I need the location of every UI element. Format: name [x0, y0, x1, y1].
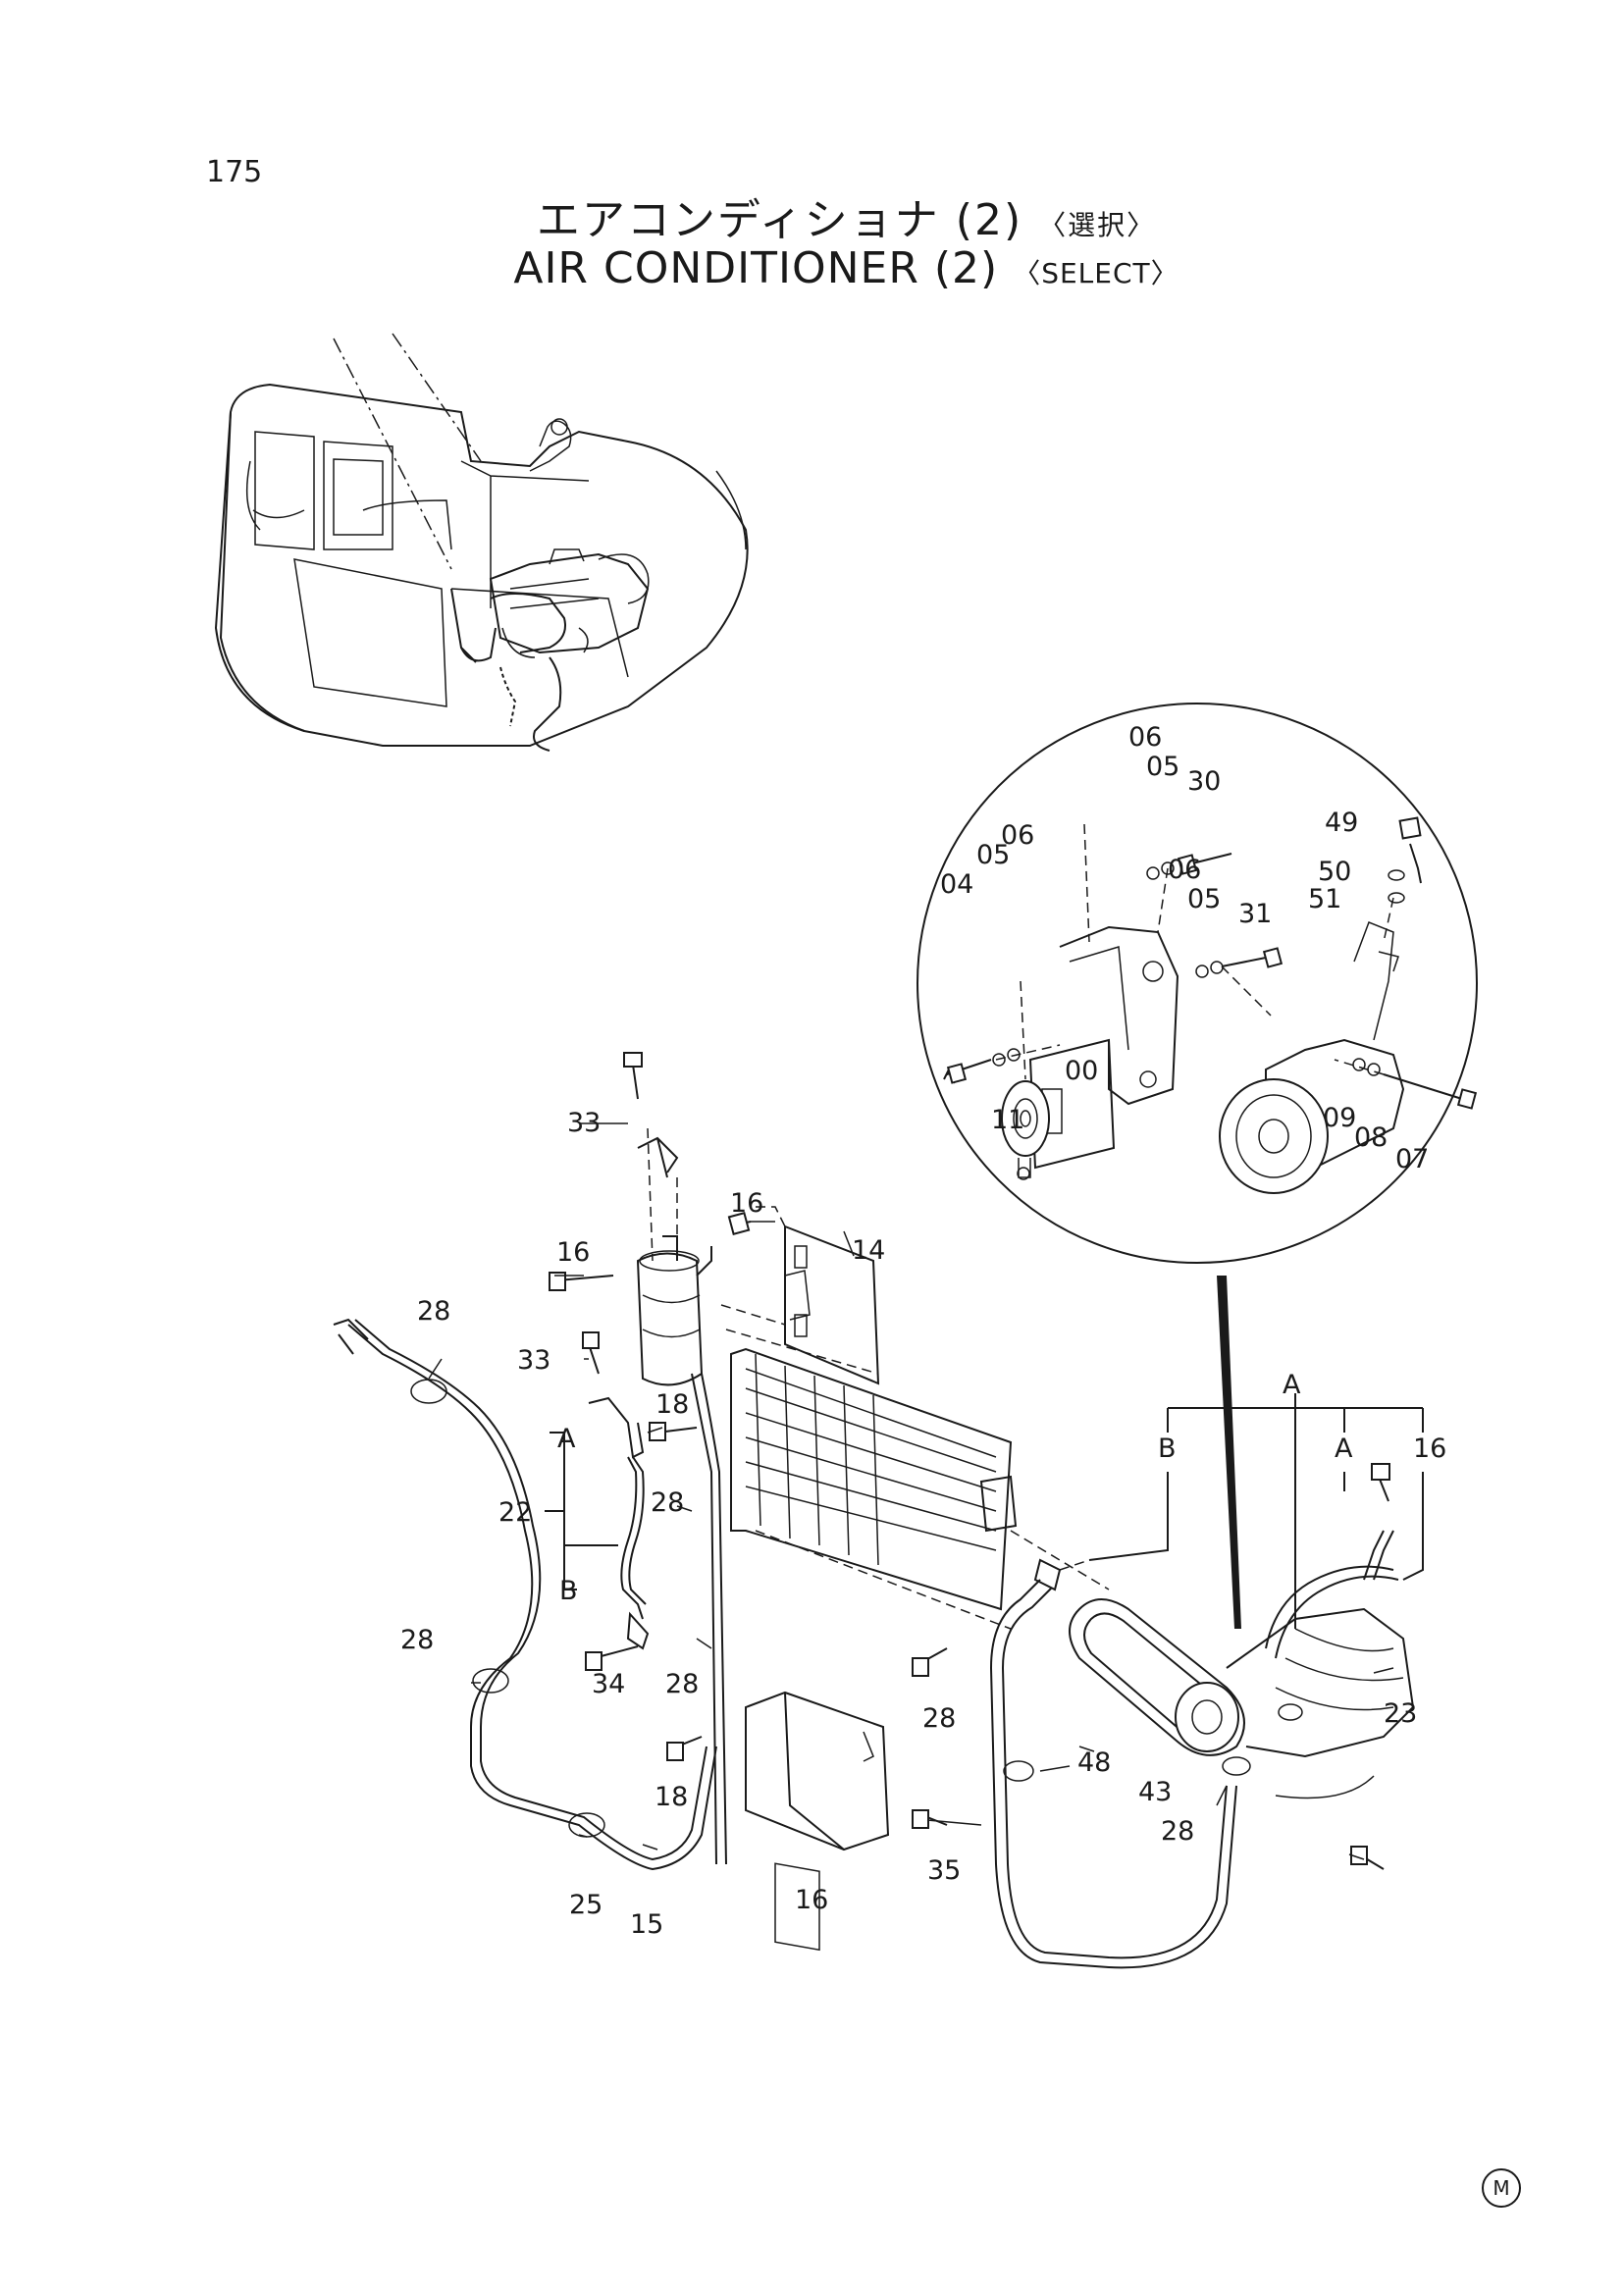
title-japanese-text: エアコンディショナ (2) — [536, 195, 1023, 245]
title-japanese-tag: 〈選択〉 — [1038, 209, 1157, 241]
compressor-detail-circle — [917, 703, 1478, 1264]
callout-08: 08 — [1354, 1122, 1388, 1153]
callout-06-c: 06 — [1168, 855, 1201, 885]
callout-28-a: 28 — [417, 1296, 450, 1327]
callout-31: 31 — [1238, 899, 1272, 929]
catalog-corner-mark: M — [1482, 2168, 1521, 2208]
callout-35: 28 — [922, 1703, 956, 1734]
callout-09: 09 — [1323, 1103, 1356, 1133]
callout-28-d: 28 — [400, 1625, 434, 1655]
main-assembly-drawing — [333, 1052, 1424, 1969]
callout-05-b: 05 — [976, 840, 1010, 870]
callout-28-c: 28 — [665, 1669, 699, 1699]
title-english-text: AIR CONDITIONER (2) — [513, 243, 999, 293]
callout-00: 00 — [1065, 1056, 1098, 1086]
page-number: 175 — [206, 155, 263, 189]
callout-28-g: 23 — [1384, 1698, 1417, 1729]
callout-23: A — [1283, 1370, 1301, 1400]
callout-06-b: 06 — [1001, 820, 1034, 851]
callout-34: 34 — [592, 1669, 625, 1699]
callout-11: 11 — [991, 1105, 1024, 1135]
callout-A-left: A — [557, 1424, 576, 1454]
callout-33-a: 33 — [567, 1108, 601, 1138]
title-english: AIR CONDITIONER (2) 〈SELECT〉 — [0, 243, 1624, 293]
callout-15: 16 — [795, 1885, 828, 1915]
callout-18-a: 18 — [655, 1389, 689, 1420]
callout-43: 28 — [1161, 1816, 1194, 1847]
callout-48: 43 — [1138, 1777, 1172, 1807]
callout-30: 30 — [1187, 766, 1221, 797]
callout-16-c: 35 — [927, 1855, 961, 1886]
callout-25: 15 — [630, 1909, 663, 1940]
callout-05-a: 05 — [1146, 752, 1179, 782]
callout-18-b: 18 — [655, 1782, 688, 1812]
callout-16-a: 16 — [730, 1188, 763, 1219]
callout-A-right-2: 16 — [1413, 1434, 1446, 1464]
callout-B-left: B — [559, 1576, 578, 1606]
callout-51: 51 — [1308, 884, 1341, 914]
callout-B-right: A — [1335, 1434, 1353, 1464]
machine-overview-illustration — [214, 333, 749, 752]
callout-28-f: 48 — [1077, 1747, 1111, 1778]
callout-28-b: 28 — [651, 1487, 684, 1518]
callout-05-c: 05 — [1187, 884, 1221, 914]
callout-33-b: 33 — [517, 1345, 550, 1376]
callout-50: 50 — [1318, 857, 1351, 887]
callout-04: 04 — [940, 869, 973, 900]
callout-06-a: 06 — [1128, 722, 1162, 753]
callout-28-e: 25 — [569, 1890, 602, 1920]
callout-labels: 06 05 30 49 06 05 04 50 51 06 05 31 00 1… — [400, 722, 1446, 1940]
callout-22: 22 — [498, 1497, 532, 1528]
callout-07: 07 — [1395, 1144, 1429, 1174]
callout-16-b: 16 — [556, 1237, 590, 1268]
callout-49: 49 — [1325, 808, 1358, 838]
title-japanese: エアコンディショナ (2) 〈選択〉 — [0, 184, 1624, 247]
title-english-tag: 〈SELECT〉 — [1013, 257, 1179, 289]
callout-A-right-1: B — [1158, 1434, 1177, 1464]
callout-14: 14 — [852, 1235, 885, 1266]
